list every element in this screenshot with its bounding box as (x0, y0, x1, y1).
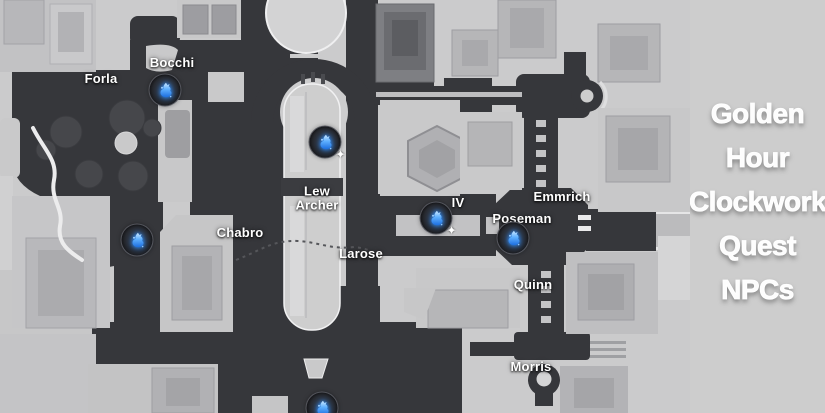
sparkle-icon: ✦ (335, 147, 346, 162)
map-label-lew-archer: Lew Archer (295, 183, 339, 213)
sparkle-icon: ✦ (446, 223, 457, 238)
title-line-3: Clockwork (688, 186, 825, 218)
map-label-larose: Larose (339, 245, 383, 261)
map-label-bocchi: Bocchi (149, 54, 195, 70)
title-line-5: NPCs (721, 274, 795, 306)
npc-quest-icon (132, 232, 143, 247)
map-label-iv: IV (451, 194, 465, 210)
npc-marker-2: ✦ (308, 125, 346, 162)
npc-marker-4: ✦ (419, 201, 457, 238)
map-label-quinn: Quinn (513, 276, 553, 292)
npc-quest-icon (317, 400, 328, 413)
npc-quest-icon (320, 134, 331, 149)
map-label-forla: Forla (84, 70, 118, 86)
title-line-2: Hour (725, 142, 790, 174)
title-panel: Golden Hour Clockwork Quest NPCs (688, 0, 825, 413)
title-line-1: Golden (710, 98, 805, 130)
map-terrain (3, 0, 690, 413)
map-label-chabro: Chabro (216, 224, 264, 240)
npc-marker-6 (305, 391, 339, 413)
npc-marker-1 (148, 73, 182, 107)
map-label-morris: Morris (510, 358, 552, 374)
npc-marker-3 (120, 223, 154, 257)
title-line-4: Quest (719, 230, 797, 262)
map-label-emmrich: Emmrich (533, 188, 591, 204)
npc-marker-5 (496, 221, 530, 255)
npc-quest-icon (160, 82, 171, 97)
npc-quest-icon (508, 230, 519, 245)
npc-quest-icon (431, 210, 442, 225)
